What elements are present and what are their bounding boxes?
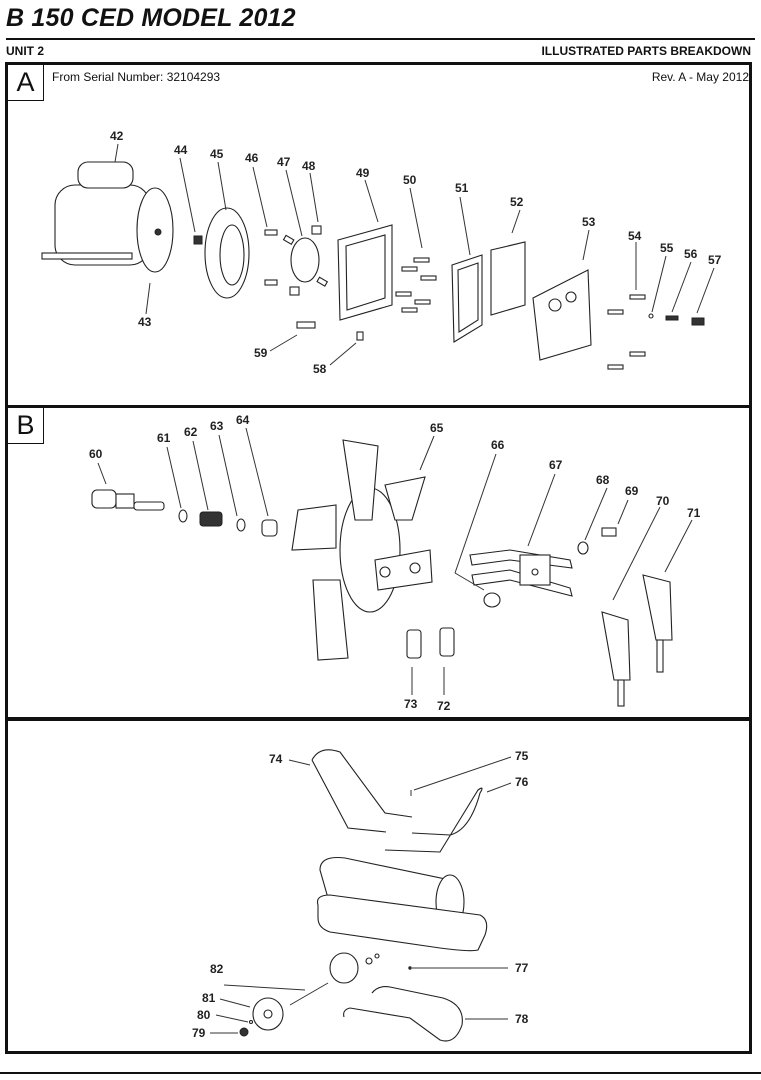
part-label-60: 60: [89, 447, 103, 461]
part-label-54: 54: [628, 229, 642, 243]
part-label-45: 45: [210, 147, 224, 161]
part-label-73: 73: [404, 697, 418, 711]
section-a-panel: A From Serial Number: 32104293 Rev. A - …: [5, 62, 752, 408]
part-label-51: 51: [455, 181, 469, 195]
handle-76-drawing: [384, 787, 483, 853]
leader-lines-a: [114, 143, 715, 366]
handle-74-drawing: [311, 749, 413, 833]
leader-lines-c: [210, 756, 512, 1034]
spring-62: [199, 511, 223, 527]
part-label-57: 57: [708, 253, 722, 267]
title-rule: [6, 38, 755, 40]
cap-79: [239, 1027, 249, 1037]
part-label-76: 76: [515, 775, 529, 789]
screws-50: [395, 257, 437, 313]
base-frame-78-drawing: [343, 986, 463, 1042]
bottom-rule: [0, 1072, 761, 1074]
part-label-70: 70: [656, 494, 670, 508]
screws-54: [607, 294, 646, 370]
part-label-49: 49: [356, 166, 370, 180]
pump-cover-drawing: [532, 269, 592, 361]
part-label-52: 52: [510, 195, 524, 209]
part-label-42: 42: [110, 129, 124, 143]
axle-82: [289, 982, 329, 1006]
leader-lines-b: [97, 427, 693, 695]
part-label-65: 65: [430, 421, 444, 435]
fitting-59: [296, 321, 316, 329]
part-label-72: 72: [437, 699, 451, 713]
document-title: B 150 CED MODEL 2012: [6, 4, 296, 32]
coupling-ring-drawing: [204, 207, 250, 299]
fan-drawing: [291, 439, 433, 661]
part-label-78: 78: [515, 1012, 529, 1026]
section-heading: ILLUSTRATED PARTS BREAKDOWN: [541, 44, 751, 58]
part-label-43: 43: [138, 315, 152, 329]
part-label-82: 82: [210, 962, 224, 976]
ignition-lead-71: [642, 574, 673, 673]
part-label-44: 44: [174, 143, 188, 157]
part-label-71: 71: [687, 506, 701, 520]
washer-68: [577, 541, 589, 555]
wheel-right-drawing: [329, 952, 380, 984]
plug-part: [691, 317, 705, 326]
section-c-panel: [5, 718, 752, 1054]
heater-body-drawing: [316, 856, 488, 952]
fitting-73: [406, 629, 422, 659]
part-label-62: 62: [184, 425, 198, 439]
washer-80: [248, 1019, 254, 1025]
section-a-tag: A: [8, 65, 44, 101]
key-58: [356, 331, 364, 341]
part-label-69: 69: [625, 484, 639, 498]
washer-61: [178, 509, 188, 523]
part-label-56: 56: [684, 247, 698, 261]
part-label-59: 59: [254, 346, 268, 360]
part-label-75: 75: [515, 749, 529, 763]
pump-body-drawing: [337, 224, 393, 321]
seal-part: [193, 235, 203, 245]
part-label-79: 79: [192, 1026, 206, 1040]
unit-label: UNIT 2: [6, 44, 45, 58]
part-labels-c: 74 75 76 77 78 79 80 81 82: [192, 749, 529, 1040]
part-label-67: 67: [549, 458, 563, 472]
pump-rotor-drawing: [264, 225, 329, 296]
washer-63: [236, 518, 246, 532]
part-label-63: 63: [210, 419, 224, 433]
part-labels-a: 42 43 44 45 46 47 48 49 50 51 52 53 54 5…: [110, 129, 722, 376]
set-screw-part: [665, 315, 679, 321]
part-label-55: 55: [660, 241, 674, 255]
washer-66: [483, 592, 501, 608]
o-ring-part: [648, 313, 654, 319]
part-label-66: 66: [491, 438, 505, 452]
fitting-72: [439, 627, 455, 657]
bolt-77: [408, 966, 412, 970]
part-label-81: 81: [202, 991, 216, 1005]
bushing-64: [261, 519, 278, 537]
motor-drawing: [41, 161, 174, 273]
revision-note: Rev. A - May 2012: [651, 70, 749, 84]
part-label-77: 77: [515, 961, 529, 975]
serial-number-note: From Serial Number: 32104293: [52, 70, 221, 84]
screw-69: [601, 527, 617, 537]
part-labels-b: 60 61 62 63 64 65 66 67 68 69 70 71 72 7…: [89, 413, 701, 713]
electrode-drawing: [469, 549, 573, 597]
ignition-lead-70: [601, 611, 631, 707]
wheel-left-drawing: [252, 997, 284, 1031]
part-label-80: 80: [197, 1008, 211, 1022]
part-label-47: 47: [277, 155, 291, 169]
nozzle-drawing: [91, 489, 165, 511]
part-label-46: 46: [245, 151, 259, 165]
part-label-53: 53: [582, 215, 596, 229]
section-b-tag: B: [8, 408, 44, 444]
filter-drawing: [490, 241, 526, 316]
part-label-68: 68: [596, 473, 610, 487]
part-label-64: 64: [236, 413, 250, 427]
gasket-drawing: [451, 254, 483, 343]
part-label-50: 50: [403, 173, 417, 187]
part-label-58: 58: [313, 362, 327, 376]
part-label-61: 61: [157, 431, 171, 445]
part-label-48: 48: [302, 159, 316, 173]
part-label-74: 74: [269, 752, 283, 766]
